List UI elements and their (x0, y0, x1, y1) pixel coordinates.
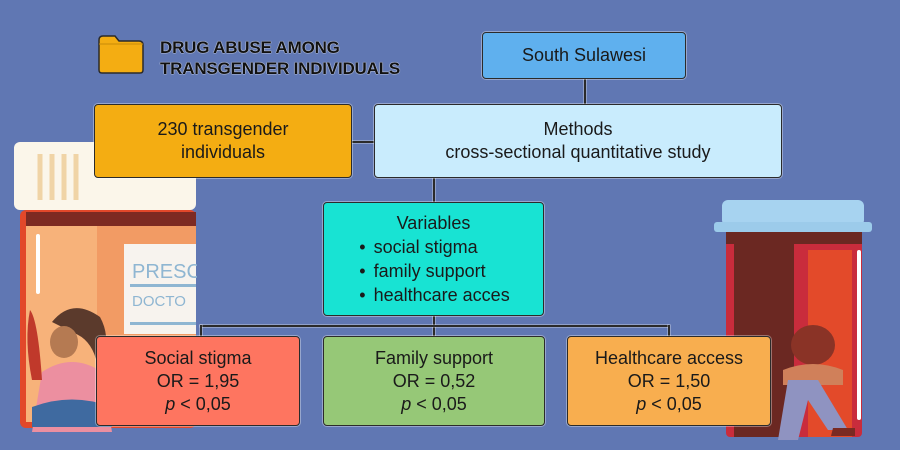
result-p-value: p < 0,05 (636, 393, 702, 416)
sitting-person (778, 325, 855, 440)
methods-heading: Methods (543, 119, 613, 139)
folder-icon (98, 35, 144, 74)
methods-box: Methods cross-sectional quantitative stu… (374, 104, 782, 178)
connector-branch-right (668, 325, 670, 336)
p-threshold: < 0,05 (411, 393, 467, 414)
kneeling-woman (27, 308, 112, 432)
connector-region-methods (584, 79, 586, 104)
connector-branch-left (200, 325, 202, 336)
diagram-title: DRUG ABUSE AMONG TRANSGENDER INDIVIDUALS (160, 37, 400, 79)
label-text-2: DOCTO (132, 293, 186, 310)
p-symbol: p (165, 393, 176, 414)
bottle-cap (722, 200, 864, 226)
sample-line-2: individuals (180, 142, 266, 162)
variable-item: social stigma (357, 235, 509, 259)
result-name: Social stigma (144, 347, 252, 368)
result-name: Healthcare access (594, 347, 744, 368)
title-line-2: TRANSGENDER INDIVIDUALS (160, 59, 401, 78)
result-box-healthcare-access: Healthcare access OR = 1,50 p < 0,05 (567, 336, 771, 426)
result-box-family-support: Family support OR = 0,52 p < 0,05 (323, 336, 545, 426)
variables-box: Variables social stigma family support h… (323, 202, 544, 316)
p-threshold: < 0,05 (646, 393, 702, 414)
sample-box: 230 transgender individuals (94, 104, 352, 178)
result-odds-ratio: OR = 1,95 (156, 370, 240, 391)
connector-sample-methods (352, 141, 374, 143)
sample-line-1: 230 transgender (157, 119, 289, 139)
prescription-label (124, 244, 196, 334)
variables-list: social stigma family support healthcare … (357, 235, 510, 307)
label-text-1: PRESC (132, 261, 197, 283)
result-box-social-stigma: Social stigma OR = 1,95 p < 0,05 (96, 336, 300, 426)
cap-ridges (37, 154, 79, 200)
result-p-value: p < 0,05 (165, 393, 231, 416)
result-odds-ratio: OR = 0,52 (392, 370, 476, 391)
region-label: South Sulawesi (521, 45, 647, 65)
result-name: Family support (374, 347, 494, 368)
connector-branch-horizontal (200, 325, 668, 327)
connector-methods-variables (433, 178, 435, 202)
variable-item: family support (357, 259, 509, 283)
result-odds-ratio: OR = 1,50 (627, 370, 711, 391)
result-p-value: p < 0,05 (401, 393, 467, 416)
title-line-1: DRUG ABUSE AMONG (160, 38, 340, 57)
methods-detail: cross-sectional quantitative study (445, 142, 711, 162)
p-threshold: < 0,05 (175, 393, 231, 414)
variables-heading: Variables (396, 213, 471, 233)
region-box: South Sulawesi (482, 32, 686, 79)
p-symbol: p (636, 393, 647, 414)
variable-item: healthcare acces (357, 283, 510, 307)
p-symbol: p (401, 393, 412, 414)
